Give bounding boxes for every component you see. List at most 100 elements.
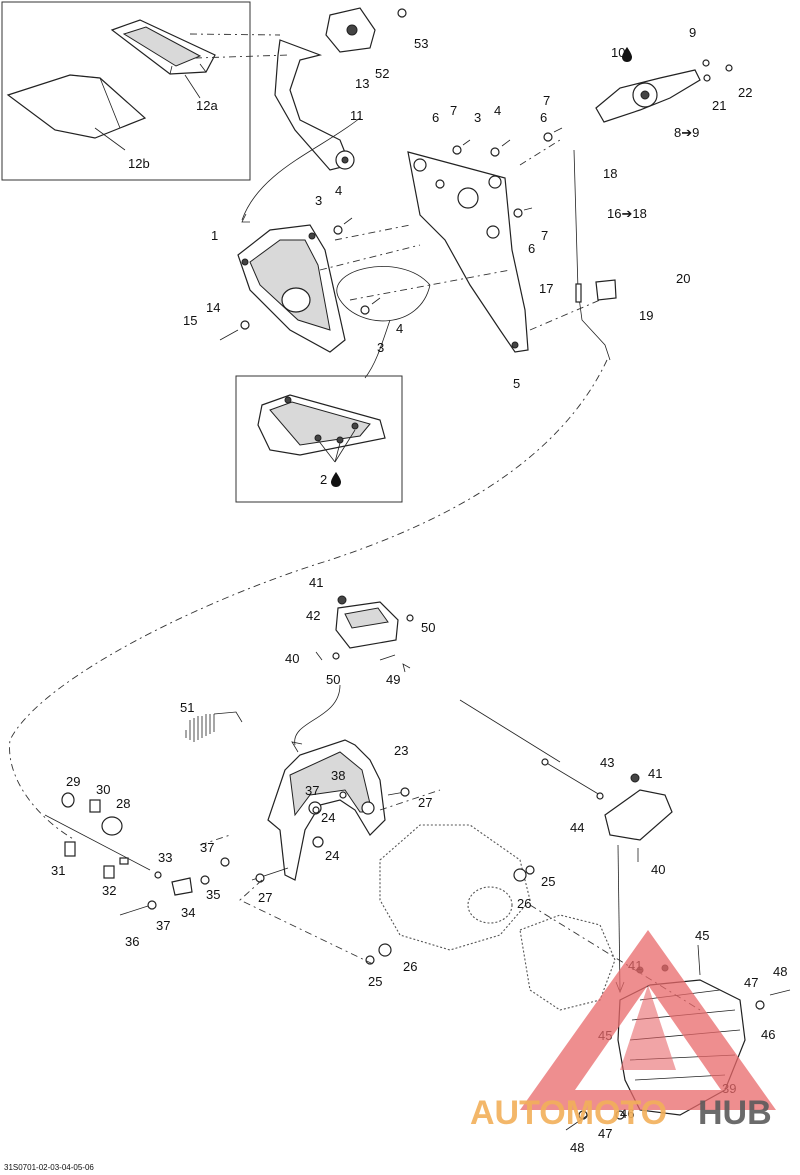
part-53-screw (397, 8, 407, 18)
callout-4a: 4 (335, 183, 342, 198)
callout-11: 11 (350, 108, 364, 123)
callout-47a: 47 (744, 975, 758, 990)
callout-27b: 27 (258, 890, 272, 905)
part-43-rod (541, 758, 604, 800)
inset-box-2 (235, 375, 403, 503)
callout-4c: 4 (396, 321, 403, 336)
fasteners-upper (219, 59, 733, 341)
part-23-pedal (267, 739, 386, 881)
callout-51: 51 (180, 700, 194, 715)
callout-2: 2 (320, 472, 327, 487)
reference-code: 31S0701-02-03-04-05-06 (4, 1163, 94, 1172)
part-1-cover (237, 224, 346, 353)
callout-40b: 40 (651, 862, 665, 877)
bolt-36 (119, 905, 149, 916)
callout-5: 5 (513, 376, 520, 391)
callout-44: 44 (570, 820, 584, 835)
callout-29: 29 (66, 774, 80, 789)
callout-50b: 50 (326, 672, 340, 687)
part-34-linkage (44, 814, 230, 896)
callout-14: 14 (206, 300, 220, 315)
watermark-triangle (520, 930, 776, 1110)
callout-31: 31 (51, 863, 65, 878)
part-52-holder (325, 7, 376, 53)
callout-28: 28 (116, 796, 130, 811)
watermark-logo: AUTOMOTO HUB (470, 930, 776, 1132)
callout-10: 10 (611, 45, 625, 60)
callout-46a: 46 (761, 1027, 775, 1042)
callout-12a: 12a (196, 98, 218, 113)
callout-26b: 26 (403, 959, 417, 974)
part-19-plate (595, 279, 617, 301)
drop-icon (331, 472, 341, 487)
callout-42: 42 (306, 608, 320, 623)
callout-18: 18 (603, 166, 617, 181)
callout-24a: 24 (321, 810, 335, 825)
callout-22: 22 (738, 85, 752, 100)
callout-4b: 4 (494, 103, 501, 118)
inset-box-12 (1, 1, 251, 181)
part-51-spring (185, 711, 243, 742)
parts-28-32 (61, 792, 123, 879)
part-12b-flap (6, 74, 147, 139)
callout-47b: 47 (598, 1126, 612, 1141)
callout-37a: 37 (305, 783, 319, 798)
callout-7c: 7 (541, 228, 548, 243)
part-10-lever (595, 69, 701, 123)
callout-labels: 13 52 53 12a 12b 11 1 3 4 6 7 3 4 6 7 9 … (51, 25, 787, 1155)
callout-41b: 41 (648, 766, 662, 781)
callout-49: 49 (386, 672, 400, 687)
callout-53: 53 (414, 36, 428, 51)
callout-25b: 25 (368, 974, 382, 989)
callout-36: 36 (125, 934, 139, 949)
callout-13: 13 (355, 76, 369, 91)
callout-37b: 37 (200, 840, 214, 855)
callout-32: 32 (102, 883, 116, 898)
callout-52: 52 (375, 66, 389, 81)
callout-7a: 7 (450, 103, 457, 118)
watermark-brand-left: AUTOMOTO (470, 1094, 667, 1132)
callout-15: 15 (183, 313, 197, 328)
part-12a-vent (110, 19, 216, 75)
callout-45a: 45 (695, 928, 709, 943)
callout-8: 8➔9 (674, 125, 699, 140)
callout-38: 38 (331, 768, 345, 783)
callout-50a: 50 (421, 620, 435, 635)
callout-6b: 6 (540, 110, 547, 125)
callout-9: 9 (689, 25, 696, 40)
callout-41a: 41 (309, 575, 323, 590)
callout-33: 33 (158, 850, 172, 865)
callout-23: 23 (394, 743, 408, 758)
part-5-plate (407, 151, 529, 353)
callout-48b: 48 (570, 1140, 584, 1155)
callout-43: 43 (600, 755, 614, 770)
drop-icon (622, 47, 632, 62)
callout-19: 19 (639, 308, 653, 323)
callout-6c: 6 (528, 241, 535, 256)
callout-34: 34 (181, 905, 195, 920)
callout-20: 20 (676, 271, 690, 286)
callout-17: 17 (539, 281, 553, 296)
callout-12b: 12b (128, 156, 150, 171)
part-18-rod (573, 149, 611, 361)
callout-27a: 27 (418, 795, 432, 810)
callout-3c: 3 (377, 340, 384, 355)
callout-24b: 24 (325, 848, 339, 863)
callout-37c: 37 (156, 918, 170, 933)
part-42-bracket (315, 595, 414, 661)
callout-48a: 48 (773, 964, 787, 979)
callout-40a: 40 (285, 651, 299, 666)
callout-3a: 3 (315, 193, 322, 208)
transmission-housing (365, 824, 616, 1011)
callout-7b: 7 (543, 93, 550, 108)
callout-6a: 6 (432, 110, 439, 125)
callout-25a: 25 (541, 874, 555, 889)
callout-21: 21 (712, 98, 726, 113)
callout-26a: 26 (517, 896, 531, 911)
watermark-brand-right: HUB (698, 1094, 772, 1132)
callout-35: 35 (206, 887, 220, 902)
part-13-bracket (274, 39, 355, 171)
callout-3b: 3 (474, 110, 481, 125)
callout-1: 1 (211, 228, 218, 243)
